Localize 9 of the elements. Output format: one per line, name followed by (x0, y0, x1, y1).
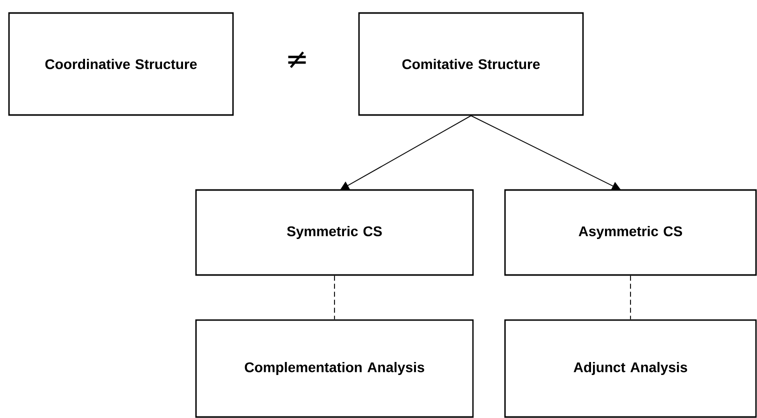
arrow (340, 115, 472, 190)
box: Coordinative Structure (8, 12, 234, 116)
box: Complementation Analysis (195, 319, 474, 418)
box: Comitative Structure (358, 12, 584, 116)
box: Symmetric CS (195, 189, 474, 276)
box: Asymmetric CS (504, 189, 757, 276)
not-equal-sign: ≠ (288, 52, 306, 68)
arrow (470, 115, 621, 190)
box: Adjunct Analysis (504, 319, 757, 418)
